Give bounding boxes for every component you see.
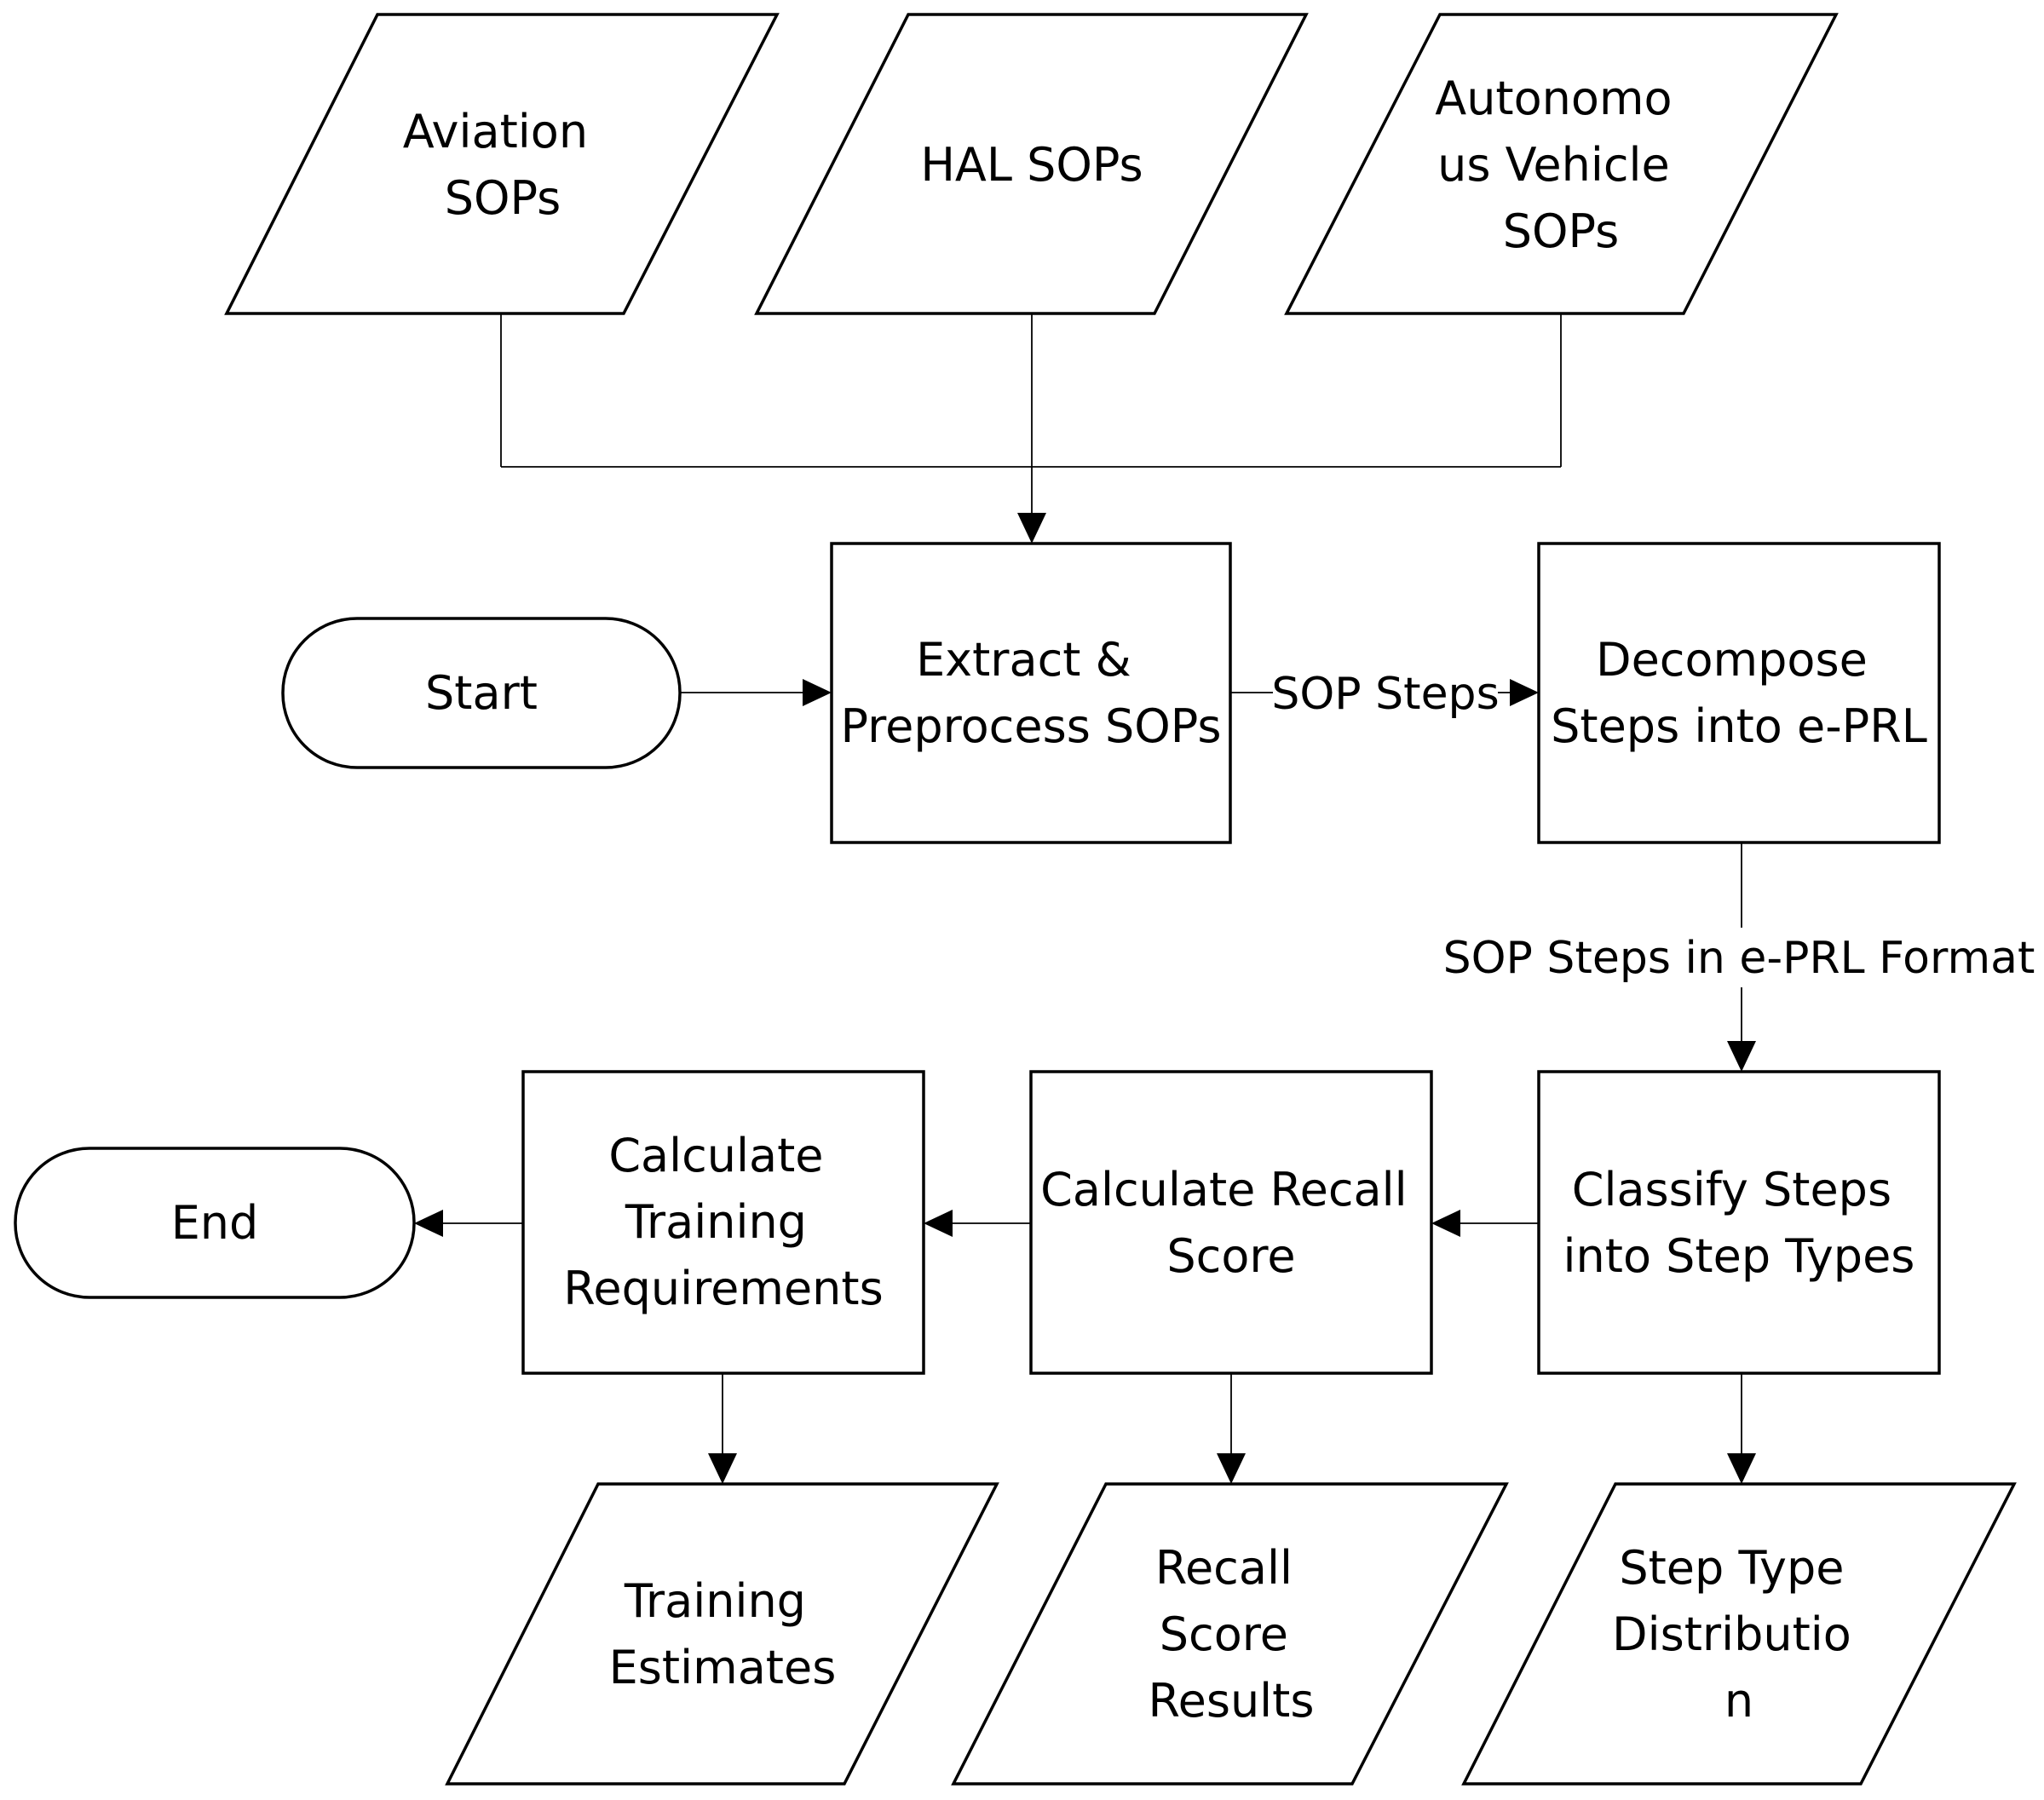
arrowhead-into-classify bbox=[1727, 1041, 1756, 1072]
process-classify-steps[interactable]: Classify Steps into Step Types bbox=[1537, 1070, 1941, 1375]
output-step-type-distribution[interactable]: Step Type Distributio n bbox=[1461, 1482, 2017, 1786]
sop-steps-eprl-label: SOP Steps in e-PRL Format bbox=[1443, 933, 2035, 984]
process-extract-preprocess[interactable]: Extract & Preprocess SOPs bbox=[830, 542, 1232, 844]
hal-sops-label: HAL SOPs bbox=[920, 138, 1143, 192]
output-training-estimates[interactable]: Training Estimates bbox=[445, 1482, 999, 1786]
arrowhead-into-estimates bbox=[708, 1453, 737, 1484]
arrowhead-into-end bbox=[414, 1210, 443, 1237]
calculate-recall-label: Calculate Recall Score bbox=[1040, 1163, 1422, 1283]
input-hal-sops[interactable]: HAL SOPs bbox=[754, 13, 1309, 315]
start-terminator[interactable]: Start bbox=[281, 617, 682, 769]
start-label: Start bbox=[425, 666, 538, 720]
arrowhead-into-extract-left bbox=[803, 679, 832, 706]
aviation-sops-label: Aviation SOPs bbox=[403, 105, 602, 225]
end-terminator[interactable]: End bbox=[14, 1147, 416, 1299]
process-calculate-training[interactable]: Calculate Training Requirements bbox=[521, 1070, 925, 1375]
connectors bbox=[414, 313, 1756, 1484]
extract-preprocess-label: Extract & Preprocess SOPs bbox=[840, 633, 1221, 753]
step-type-distribution-label: Step Type Distributio n bbox=[1612, 1541, 1866, 1728]
output-recall-score-results[interactable]: Recall Score Results bbox=[951, 1482, 1509, 1786]
decompose-steps-label: Decompose Steps into e-PRL bbox=[1551, 633, 1927, 753]
arrowhead-into-distribution bbox=[1727, 1453, 1756, 1484]
process-calculate-recall[interactable]: Calculate Recall Score bbox=[1029, 1070, 1433, 1375]
autonomous-vehicle-sops-label: Autonomo us Vehicle SOPs bbox=[1435, 72, 1686, 258]
edge-label-sop-steps: SOP Steps bbox=[1271, 664, 1500, 721]
recall-score-results-label: Recall Score Results bbox=[1149, 1541, 1315, 1728]
end-label: End bbox=[171, 1196, 259, 1250]
arrowhead-into-training bbox=[924, 1210, 953, 1237]
arrowhead-into-results bbox=[1217, 1453, 1246, 1484]
sop-steps-label: SOP Steps bbox=[1271, 669, 1499, 720]
arrowhead-into-decompose bbox=[1510, 679, 1539, 706]
edge-label-sop-steps-eprl: SOP Steps in e-PRL Format bbox=[1443, 928, 2035, 987]
process-decompose-steps[interactable]: Decompose Steps into e-PRL bbox=[1537, 542, 1941, 844]
arrowhead-into-recall bbox=[1431, 1210, 1460, 1237]
classify-steps-label: Classify Steps into Step Types bbox=[1563, 1163, 1915, 1283]
input-aviation-sops[interactable]: Aviation SOPs bbox=[224, 13, 780, 315]
input-autonomous-vehicle-sops[interactable]: Autonomo us Vehicle SOPs bbox=[1284, 13, 1839, 315]
training-estimates-label: Training Estimates bbox=[609, 1574, 837, 1694]
arrowhead-into-extract bbox=[1017, 513, 1046, 543]
calculate-training-label: Calculate Training Requirements bbox=[563, 1129, 883, 1315]
